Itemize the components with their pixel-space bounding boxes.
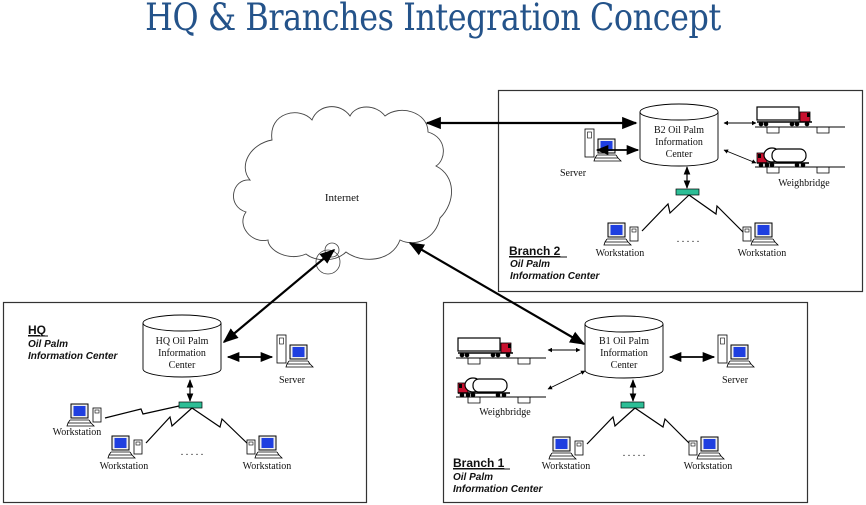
branch1-name: Branch 1 xyxy=(453,456,505,470)
hq-workstation-label: Workstation xyxy=(100,461,149,472)
branch1-db-line2: Information xyxy=(600,348,648,359)
hq-db-line3: Center xyxy=(169,360,196,371)
hq-subtitle-1: Oil Palm xyxy=(28,339,68,350)
branch2-db-line1: B2 Oil Palm xyxy=(654,125,704,136)
hq-db-line2: Information xyxy=(158,348,206,359)
branch1-subtitle-2: Information Center xyxy=(453,484,544,495)
hq-workstation-label: Workstation xyxy=(243,461,292,472)
branch2-ws-link-2 xyxy=(688,194,746,235)
branch1-db-line3: Center xyxy=(611,360,638,371)
branch1-db-line1: B1 Oil Palm xyxy=(599,336,649,347)
branch2-database-icon[interactable] xyxy=(639,103,719,167)
branch1-subtitle-1: Oil Palm xyxy=(453,472,493,483)
page-title: HQ & Branches Integration Concept xyxy=(145,0,721,39)
branch1-workstation-label: Workstation xyxy=(684,461,733,472)
branch2-subtitle-1: Oil Palm xyxy=(510,259,550,270)
branch2-workstation-label: Workstation xyxy=(596,248,645,259)
branch1-weighbridge-link-2 xyxy=(547,370,586,390)
branch1-ws-link-2 xyxy=(634,407,692,446)
branch2-hub-icon[interactable] xyxy=(675,188,700,196)
hq-ellipsis: . . . . . xyxy=(181,447,204,458)
hq-site: HQ Oil Palm Information Center Server Wo… xyxy=(2,301,368,504)
branch2-name: Branch 2 xyxy=(509,244,561,258)
branch1-ws-link-1 xyxy=(586,407,636,445)
branch1-database-icon[interactable] xyxy=(584,315,664,379)
internet-cloud: Internet xyxy=(233,106,452,275)
branch1-weighbridge-label: Weighbridge xyxy=(479,407,531,418)
hq-ws-link-3 xyxy=(191,407,251,447)
branch1-server-label: Server xyxy=(722,375,749,386)
branch1-hub-icon[interactable] xyxy=(620,401,645,409)
branch2-db-line3: Center xyxy=(666,149,693,160)
hq-subtitle-2: Information Center xyxy=(28,351,119,362)
hq-ws-link-1 xyxy=(104,405,180,419)
hq-db-line1: HQ Oil Palm xyxy=(156,336,209,347)
branch1-site: B1 Oil Palm Information Center Server We… xyxy=(442,301,809,504)
hq-server-label: Server xyxy=(279,375,306,386)
hq-name: HQ xyxy=(28,323,46,337)
branch2-db-line2: Information xyxy=(655,137,703,148)
branch2-ellipsis: . . . . . xyxy=(677,234,700,245)
branch2-ws-link-1 xyxy=(641,194,690,232)
branch1-workstation-label: Workstation xyxy=(542,461,591,472)
hq-ws-link-2 xyxy=(145,407,193,444)
hq-workstation-label: Workstation xyxy=(53,427,102,438)
internet-label: Internet xyxy=(325,192,359,204)
cloud-icon xyxy=(233,106,452,261)
branch2-site: B2 Oil Palm Information Center Server We… xyxy=(497,89,864,293)
hq-database-icon[interactable] xyxy=(142,314,222,378)
branch2-workstation-label: Workstation xyxy=(738,248,787,259)
hq-internet-link xyxy=(222,249,336,343)
hq-hub-icon[interactable] xyxy=(178,401,203,409)
branch2-subtitle-2: Information Center xyxy=(510,271,601,282)
branch1-internet-link xyxy=(408,242,586,345)
branch2-weighbridge-link-2 xyxy=(723,149,757,164)
branch1-ellipsis: . . . . . xyxy=(623,448,646,459)
branch2-server-label: Server xyxy=(560,168,587,179)
branch2-weighbridge-label: Weighbridge xyxy=(778,178,830,189)
